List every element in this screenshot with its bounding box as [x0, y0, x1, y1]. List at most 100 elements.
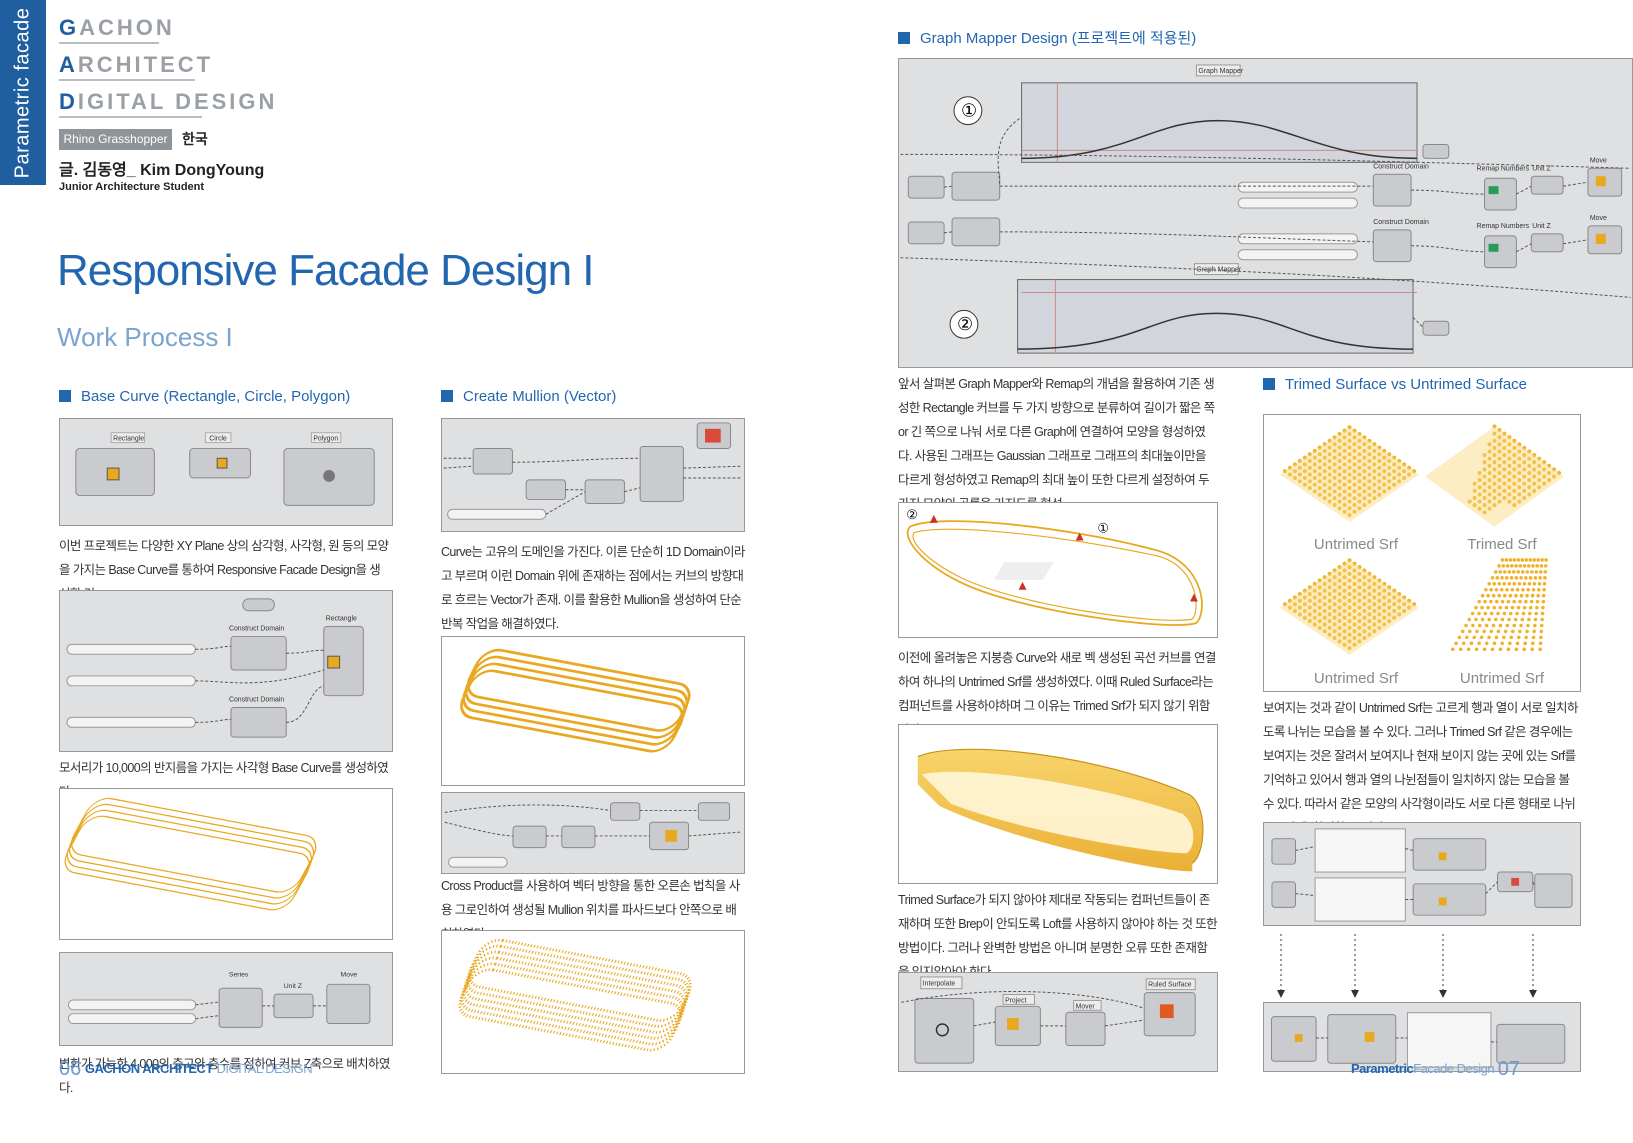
- grid-point: [1487, 456, 1492, 461]
- grid-point: [1524, 558, 1529, 562]
- grid-point: [1487, 478, 1492, 483]
- grid-point: [1347, 592, 1352, 597]
- grid-point: [1337, 452, 1342, 457]
- grid-point: [1292, 608, 1298, 614]
- grid-point: [1472, 635, 1477, 640]
- grid-point: [1397, 472, 1402, 477]
- grid-point: [1347, 558, 1352, 563]
- grid-point: [1347, 571, 1352, 576]
- grid-point: [1347, 492, 1352, 497]
- grid-point: [1535, 599, 1540, 604]
- grid-point: [1520, 558, 1525, 562]
- gm-unit-z-2: Unit Z: [1532, 223, 1551, 230]
- grid-point: [1357, 499, 1362, 504]
- grid-point: [1502, 488, 1507, 493]
- figure-cross-product-definition: [441, 792, 745, 874]
- gm-remap-label-2: Remap Numbers: [1477, 223, 1530, 230]
- grid-point: [1302, 588, 1307, 593]
- grid-point: [1477, 611, 1481, 616]
- grid-point: [1312, 615, 1317, 620]
- grid-point: [1297, 465, 1302, 470]
- grid-point: [1500, 617, 1505, 622]
- grid-point: [1392, 482, 1397, 487]
- gm-remap-label-1: Remap Numbers: [1477, 165, 1530, 172]
- grid-point: [1500, 641, 1504, 646]
- grid-point: [1532, 581, 1537, 586]
- circle-label: Circle: [209, 436, 227, 443]
- grid-point: [1337, 585, 1342, 590]
- grid-point: [1287, 598, 1293, 603]
- grid-point: [1387, 485, 1392, 491]
- grid-point: [1342, 622, 1347, 627]
- grid-point: [1337, 619, 1342, 624]
- grid-point: [1491, 593, 1496, 598]
- series-label: Series: [229, 971, 249, 978]
- grid-point: [1482, 510, 1487, 515]
- construct-domain-label-1: Construct Domain: [229, 626, 284, 633]
- grid-point: [1387, 619, 1392, 624]
- grid-point: [1382, 448, 1387, 454]
- page-number-right: 07: [1497, 1058, 1520, 1080]
- grid-point: [1322, 475, 1327, 481]
- grid-point: [1472, 495, 1477, 501]
- grid-point: [1492, 488, 1497, 493]
- grid-point: [1504, 576, 1509, 580]
- grid-point: [1512, 623, 1516, 628]
- grid-point: [1322, 622, 1327, 627]
- grid-point: [1507, 570, 1512, 574]
- grid-point: [1362, 489, 1367, 494]
- grid-point: [1372, 489, 1377, 494]
- grid-point: [1527, 492, 1532, 497]
- grid-point: [1541, 599, 1546, 604]
- grid-point: [1512, 481, 1517, 486]
- grid-point: [1509, 635, 1514, 640]
- grid-point: [1352, 455, 1357, 460]
- grid-point: [1465, 635, 1469, 640]
- grid-point: [1542, 467, 1547, 472]
- grid-point: [1537, 478, 1542, 483]
- grid-point: [1497, 492, 1502, 497]
- grid-point: [1372, 602, 1377, 607]
- surface-patch: [1424, 426, 1564, 527]
- grid-point: [1372, 581, 1377, 587]
- grid-point: [1397, 458, 1402, 464]
- grid-point: [1377, 619, 1382, 624]
- grid-point: [1546, 478, 1552, 483]
- grid-point: [1532, 558, 1536, 562]
- footer-right: ParametricFacade Design 07: [1351, 1058, 1520, 1081]
- curve-loop: [64, 815, 310, 911]
- grid-point: [1287, 472, 1293, 477]
- grid-point: [1466, 647, 1471, 652]
- grid-point: [1505, 623, 1510, 628]
- grid-point: [1317, 452, 1322, 457]
- grid-point: [1402, 469, 1407, 474]
- curve-loop: [464, 655, 689, 739]
- grid-point: [1317, 585, 1322, 590]
- grid-point: [1537, 456, 1542, 461]
- grid-point: [1397, 605, 1402, 610]
- grid-point: [1317, 492, 1322, 497]
- grid-point: [1297, 479, 1302, 484]
- grid-point: [1342, 588, 1347, 593]
- grid-point: [1307, 598, 1312, 603]
- grid-point: [1519, 623, 1523, 628]
- srf-label-untrimmed-2: Untrimed Srf: [1313, 670, 1399, 687]
- grid-point: [1347, 472, 1352, 477]
- curve-loop: [460, 669, 684, 753]
- grid-point: [1342, 442, 1347, 447]
- grid-point: [1503, 593, 1507, 598]
- grid-point: [1551, 474, 1557, 479]
- grid-point: [1458, 647, 1463, 652]
- grid-point: [1387, 605, 1392, 610]
- grid-point: [1538, 576, 1542, 580]
- grid-point: [1377, 472, 1382, 477]
- grid-point: [1512, 581, 1517, 586]
- grid-point: [1332, 469, 1337, 474]
- grid-point: [1347, 619, 1352, 624]
- grid-point: [1397, 612, 1402, 617]
- figure-graph-mapper-definition: ① ② Graph Mapper Graph Mapper Construct …: [898, 58, 1633, 368]
- curve-loop: [466, 648, 691, 732]
- grid-point: [1537, 485, 1542, 490]
- grid-point: [1387, 452, 1392, 457]
- grid-point: [1518, 599, 1522, 604]
